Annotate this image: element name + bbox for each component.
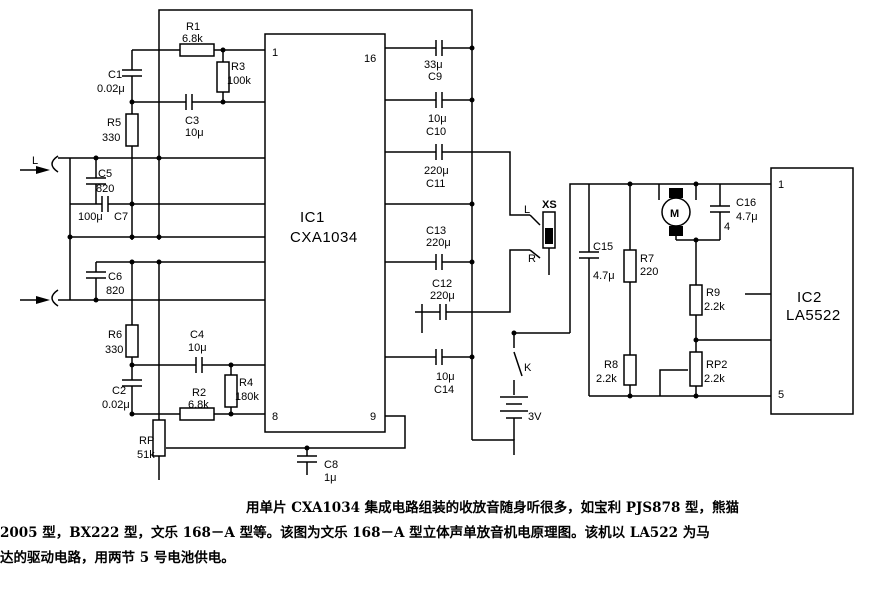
r2-name: R2 xyxy=(192,387,206,399)
ic1-pin-1: 1 xyxy=(272,47,278,59)
ic2-pin-1: 1 xyxy=(778,179,784,191)
rp2-value: 2.2k xyxy=(704,373,725,385)
c12-value: 220μ xyxy=(430,290,455,302)
c1-name: C1 xyxy=(108,69,122,81)
ic1-part: CXA1034 xyxy=(290,229,358,246)
ic1-chip: 1 16 8 9 IC1 CXA1034 xyxy=(264,33,386,433)
c12-name: C12 xyxy=(432,278,452,290)
c9-name: C9 xyxy=(428,71,442,83)
r4-name: R4 xyxy=(239,377,253,389)
rp2-name: RP2 xyxy=(706,359,727,371)
caption-line-1: 用单片 CXA1034 集成电路组装的收放音随身听很多，如宝利 PJS878 型… xyxy=(246,500,740,516)
r4-value: 180k xyxy=(235,391,259,403)
ic2-name: IC2 xyxy=(797,289,822,306)
jack-l-label: L xyxy=(524,204,530,216)
jack-r-label: R xyxy=(528,253,536,265)
r1-value: 6.8k xyxy=(182,33,203,45)
ic2-pin-5: 5 xyxy=(778,389,784,401)
xs-plug xyxy=(545,228,553,244)
motor-brush-top xyxy=(669,188,683,198)
r1-name: R1 xyxy=(186,21,200,33)
r8-value: 2.2k xyxy=(596,373,617,385)
r7-name: R7 xyxy=(640,253,654,265)
c5-name: C5 xyxy=(98,168,112,180)
c14-name: C14 xyxy=(434,384,454,396)
c5-value: 820 xyxy=(96,183,114,195)
r6-value: 330 xyxy=(105,344,123,356)
ic2-chip: 1 5 IC2 LA5522 xyxy=(770,167,854,415)
rp-value: 51k xyxy=(137,449,155,461)
c13-name: C13 xyxy=(426,225,446,237)
component-labels: R1 6.8k R3 100k C1 0.02μ C3 10μ R5 330 C… xyxy=(32,21,758,484)
c1-value: 0.02μ xyxy=(97,83,125,95)
c2-name: C2 xyxy=(112,385,126,397)
c8-value: 1μ xyxy=(324,472,336,484)
c10-name: C10 xyxy=(426,126,446,138)
c8-name: C8 xyxy=(324,459,338,471)
r5-value: 330 xyxy=(102,132,120,144)
ic1-pin-16: 16 xyxy=(364,53,376,65)
ic1-pin-8: 8 xyxy=(272,411,278,423)
r8-name: R8 xyxy=(604,359,618,371)
r5-name: R5 xyxy=(107,117,121,129)
r3-value: 100k xyxy=(227,75,251,87)
c11-value: 220μ xyxy=(424,165,449,177)
ic1-pin-9: 9 xyxy=(370,411,376,423)
wires-left xyxy=(51,9,473,480)
c14-value: 10μ xyxy=(436,371,455,383)
junction-dots xyxy=(67,45,699,451)
r7-value: 220 xyxy=(640,266,658,278)
c15-name: C15 xyxy=(593,241,613,253)
c11-name: C11 xyxy=(426,178,445,190)
battery-label: 3V xyxy=(528,411,542,423)
caption: 用单片 CXA1034 集成电路组装的收放音随身听很多，如宝利 PJS878 型… xyxy=(0,496,890,571)
c3-value: 10μ xyxy=(185,127,204,139)
caption-line-2: 2005 型，BX222 型，文乐 168－A 型等。该图为文乐 168－A 型… xyxy=(0,525,710,541)
c3-name: C3 xyxy=(185,115,199,127)
c4-value: 10μ xyxy=(188,342,207,354)
c6-name: C6 xyxy=(108,271,122,283)
r3-name: R3 xyxy=(231,61,245,73)
motor-brush-bottom xyxy=(669,226,683,236)
c16-number: 4 xyxy=(724,221,730,233)
xs-label: XS xyxy=(542,199,557,211)
switch-k-label: K xyxy=(524,362,532,374)
c4-name: C4 xyxy=(190,329,204,341)
c13-value: 220μ xyxy=(426,237,451,249)
c9-value: 33μ xyxy=(424,59,443,71)
r9-value: 2.2k xyxy=(704,301,725,313)
c10-value: 10μ xyxy=(428,113,447,125)
c15-value: 4.7μ xyxy=(593,270,615,282)
c7-value: 100μ xyxy=(78,211,103,223)
motor-label: M xyxy=(670,208,679,220)
r6-name: R6 xyxy=(108,329,122,341)
circuit-schematic: 1 16 8 9 IC1 CXA1034 1 5 IC2 LA5522 xyxy=(20,9,854,484)
c6-value: 820 xyxy=(106,285,124,297)
rp-name: RP xyxy=(139,435,154,447)
c16-value: 4.7μ xyxy=(736,211,758,223)
input-l-label: L xyxy=(32,155,38,167)
wires-right xyxy=(385,40,771,455)
c2-value: 0.02μ xyxy=(102,399,130,411)
r2-value: 6.8k xyxy=(188,399,209,411)
caption-line-3: 达的驱动电路，用两节 5 号电池供电。 xyxy=(0,550,235,566)
ic1-name: IC1 xyxy=(300,209,325,226)
c7-name: C7 xyxy=(114,211,128,223)
c16-name: C16 xyxy=(736,197,756,209)
r9-name: R9 xyxy=(706,287,720,299)
ic2-part: LA5522 xyxy=(786,307,841,324)
